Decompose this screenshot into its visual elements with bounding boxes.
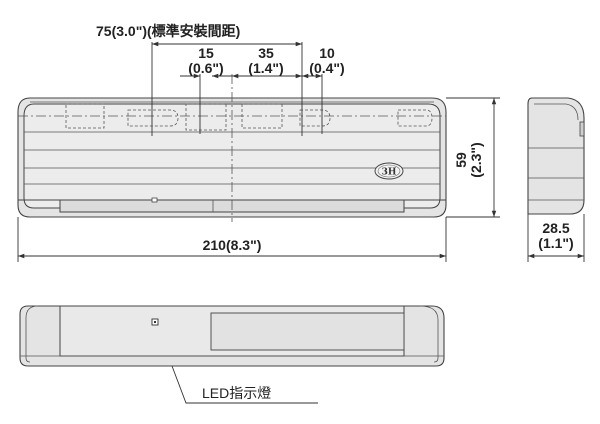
logo-text: 3H [382, 168, 397, 178]
bottom-bevel-right [419, 305, 439, 363]
led-callout-leader [171, 365, 318, 404]
bottom-bevel-left [25, 305, 39, 363]
side-tab [579, 121, 585, 137]
offset-left-mm: 15 [198, 45, 214, 61]
bottom-view [19, 305, 445, 367]
offset-left-in: (0.6") [188, 60, 223, 76]
hidden-keyhole [127, 109, 179, 127]
height-in: (2.3") [468, 142, 484, 177]
brand-logo: 3H [374, 162, 404, 180]
offset-right-in: (0.4") [309, 60, 344, 76]
offset-center-mm: 35 [258, 45, 274, 61]
front-view: 3H [17, 97, 447, 218]
offset-center-in: (1.4") [248, 60, 283, 76]
bottom-cover-plate [210, 312, 405, 351]
offset-right-mm: 10 [319, 45, 335, 61]
hidden-slot [185, 103, 227, 131]
hidden-slot [65, 103, 105, 129]
width-label: 210(8.3") [203, 237, 262, 253]
hidden-keyhole [299, 109, 331, 127]
depth-mm: 28.5 [542, 220, 569, 236]
hidden-keyhole [397, 109, 433, 127]
side-housing [527, 97, 585, 215]
side-view: 28.5 (1.1") [527, 97, 585, 262]
hidden-slot [241, 103, 283, 129]
led-indicator-front [151, 197, 158, 203]
height-mm: 59 [453, 152, 469, 168]
depth-in: (1.1") [538, 235, 573, 251]
mount-spacing-label: 75(3.0")(標準安裝間距) [96, 23, 240, 39]
side-bevel [534, 103, 579, 121]
led-indicator-dot [154, 321, 156, 323]
led-label: LED指示燈 [202, 385, 271, 401]
